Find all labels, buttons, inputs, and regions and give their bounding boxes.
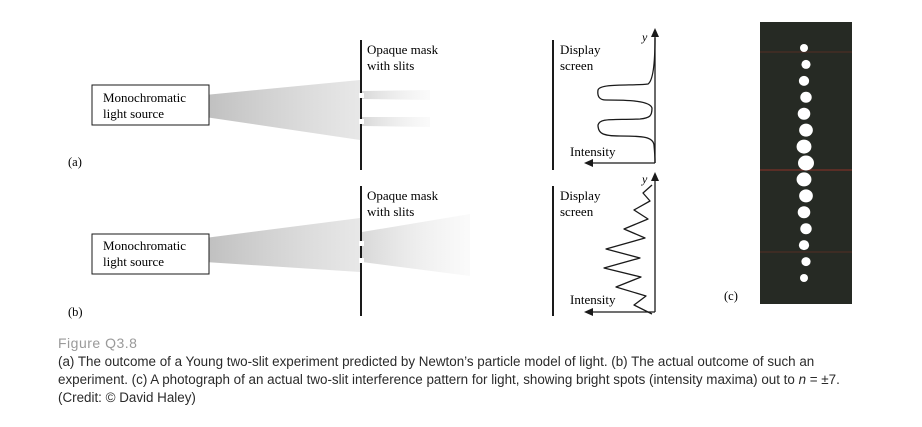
transmitted-beam-lower: [362, 117, 430, 127]
bright-spot: [797, 107, 811, 120]
predicted-intensity-curve: [597, 37, 656, 164]
mask-label-line2: with slits: [367, 58, 414, 73]
bright-spot: [796, 172, 812, 187]
panel-c: (c): [724, 22, 852, 304]
panel-a: Monochromatic light source Opaque mask w…: [68, 28, 659, 170]
bright-spot: [800, 274, 808, 282]
intensity-axis-arrowhead: [584, 159, 593, 167]
bright-spots: [796, 44, 814, 282]
mask-label-line1: Opaque mask: [367, 42, 439, 57]
intensity-axis-arrowhead: [584, 308, 593, 316]
caption-text-part1: (a) The outcome of a Young two-slit expe…: [58, 354, 815, 387]
light-source-box: [91, 233, 210, 275]
transmitted-beam-upper: [362, 90, 430, 100]
bright-spot: [799, 123, 813, 137]
y-axis-label: y: [641, 30, 648, 44]
slit-upper: [359, 241, 364, 246]
panel-c-label: (c): [724, 289, 738, 303]
intensity-axis-label: Intensity: [570, 292, 616, 307]
y-axis-arrowhead: [651, 172, 659, 181]
bright-spot: [800, 223, 812, 235]
bright-spot: [799, 189, 813, 203]
bright-spot: [796, 139, 812, 154]
figure-label: Figure Q3.8: [58, 335, 138, 351]
figure: Monochromatic light source Opaque mask w…: [68, 22, 852, 319]
y-axis-label: y: [641, 172, 648, 186]
mask-label-line2: with slits: [367, 204, 414, 219]
light-source-box: [91, 84, 210, 126]
y-axis-arrowhead: [651, 28, 659, 37]
actual-interference-curve: [603, 184, 653, 315]
panel-b-label: (b): [68, 305, 83, 319]
slit-lower: [359, 258, 364, 263]
light-source-label-line2: light source: [103, 106, 164, 121]
slit-upper: [359, 93, 364, 98]
diffracted-fan: [362, 214, 470, 276]
bright-spot: [801, 257, 811, 267]
screen-label-line1: Display: [560, 188, 601, 203]
bright-spot: [800, 91, 812, 103]
figure-caption: (a) The outcome of a Young two-slit expe…: [58, 353, 878, 407]
light-beam: [205, 218, 360, 272]
screen-label-line2: screen: [560, 58, 594, 73]
bright-spot: [797, 206, 811, 219]
intensity-axis-label: Intensity: [570, 144, 616, 159]
bright-spot: [801, 59, 811, 69]
panel-b: Monochromatic light source Opaque mask w…: [68, 172, 659, 319]
light-source-label-line2: light source: [103, 254, 164, 269]
light-source-label-line1: Monochromatic: [103, 238, 186, 253]
bright-spot: [798, 240, 810, 251]
caption-n-symbol: n: [798, 372, 807, 387]
bright-spot: [800, 44, 808, 52]
light-source-label-line1: Monochromatic: [103, 90, 186, 105]
slit-lower: [359, 119, 364, 124]
bright-spot: [798, 75, 810, 86]
screen-label-line1: Display: [560, 42, 601, 57]
bright-spot: [798, 155, 814, 171]
panel-a-label: (a): [68, 155, 82, 169]
screen-label-line2: screen: [560, 204, 594, 219]
mask-label-line1: Opaque mask: [367, 188, 439, 203]
light-beam: [205, 80, 360, 140]
caption-text-part2: = ±7. (Credit: © David Haley): [58, 372, 840, 405]
